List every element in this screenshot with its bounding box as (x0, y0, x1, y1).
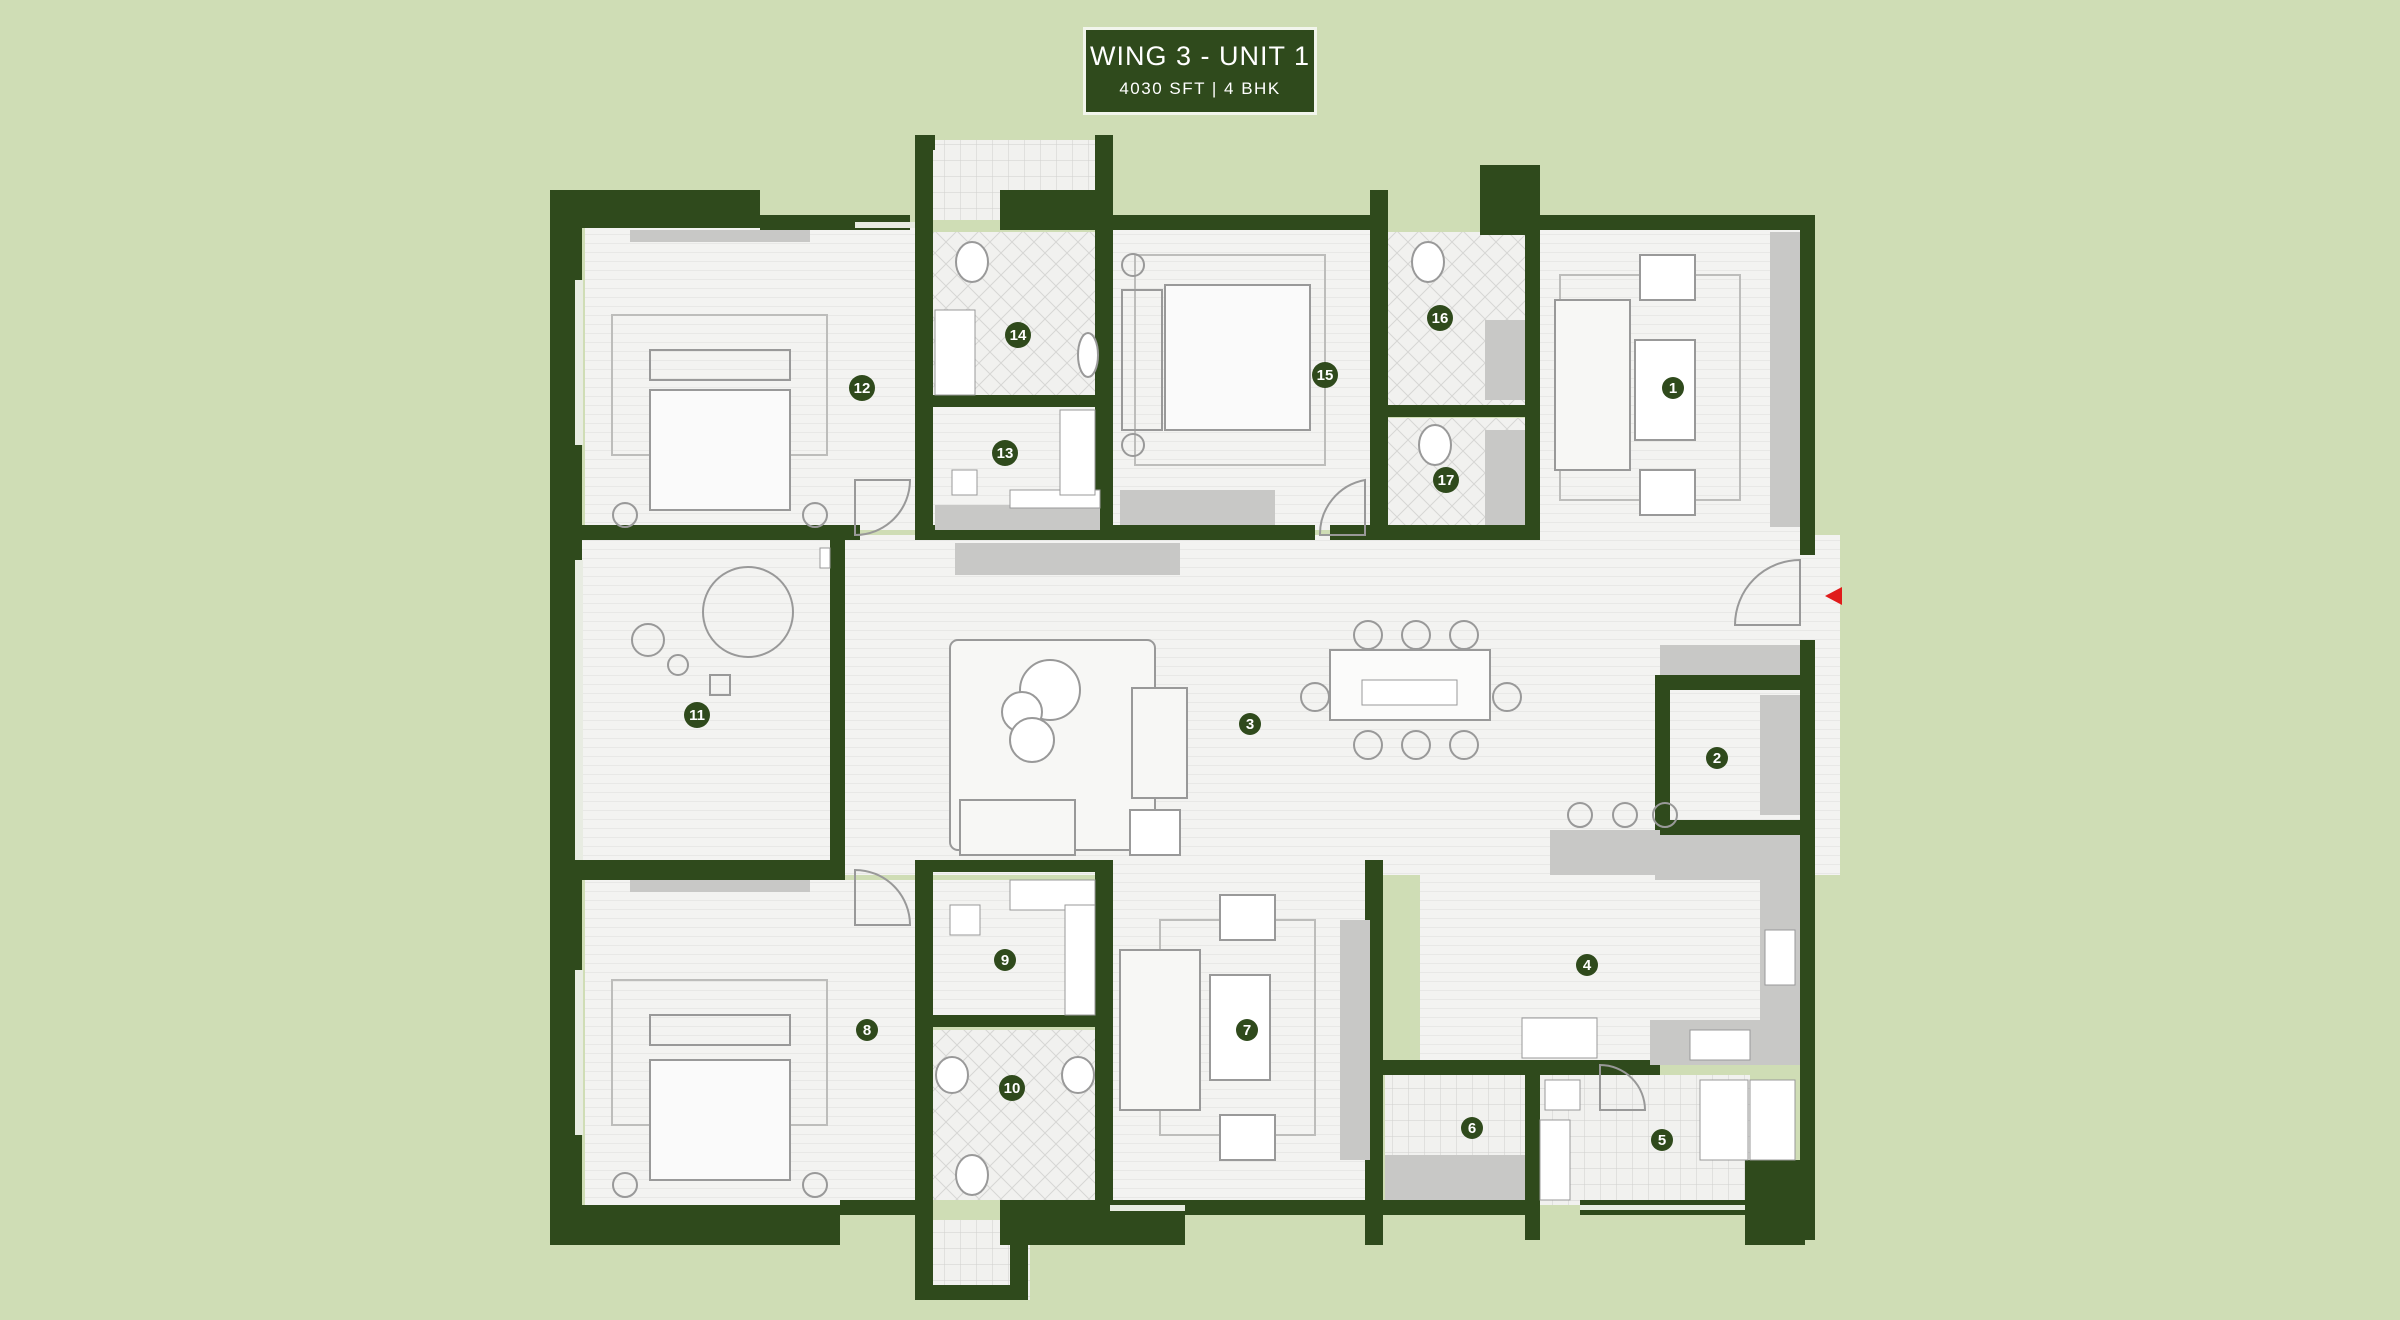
room-marker-17: 17 (1433, 467, 1459, 493)
room-marker-4: 4 (1576, 954, 1598, 976)
room-markers: 1 2 3 4 5 6 7 8 9 10 11 12 13 14 15 16 1… (684, 305, 1728, 1151)
room-marker-13: 13 (992, 440, 1018, 466)
room-label-15: 15 (1317, 367, 1334, 384)
room-label-5: 5 (1658, 1132, 1666, 1149)
room-marker-3: 3 (1239, 713, 1261, 735)
room-label-10: 10 (1004, 1080, 1021, 1097)
room-label-3: 3 (1246, 716, 1254, 733)
unit-subtitle: 4030 SFT | 4 BHK (1119, 79, 1281, 98)
unit-title: WING 3 - UNIT 1 (1089, 41, 1311, 71)
room-label-9: 9 (1001, 952, 1009, 969)
room-marker-8: 8 (856, 1019, 878, 1041)
room-label-2: 2 (1713, 750, 1721, 767)
room-label-11: 11 (689, 707, 705, 724)
room-marker-10: 10 (999, 1075, 1025, 1101)
room-marker-1: 1 (1662, 377, 1684, 399)
room-label-14: 14 (1010, 327, 1027, 344)
furniture (611, 230, 1801, 1201)
room-marker-15: 15 (1312, 362, 1338, 388)
room-marker-7: 7 (1236, 1019, 1258, 1041)
room-label-6: 6 (1468, 1120, 1476, 1137)
room-marker-6: 6 (1461, 1117, 1483, 1139)
room-marker-5: 5 (1651, 1129, 1673, 1151)
room-marker-9: 9 (994, 949, 1016, 971)
room-marker-12: 12 (849, 375, 875, 401)
room-label-4: 4 (1583, 957, 1592, 974)
study-11-floor (580, 540, 840, 870)
entry-arrow-icon (1825, 587, 1842, 605)
room-label-8: 8 (863, 1022, 871, 1039)
room-label-13: 13 (997, 445, 1014, 462)
room-marker-11: 11 (684, 702, 710, 728)
room-label-17: 17 (1438, 472, 1455, 489)
room-marker-2: 2 (1706, 747, 1728, 769)
room-label-12: 12 (854, 380, 871, 397)
room-label-7: 7 (1243, 1022, 1251, 1039)
room-label-16: 16 (1432, 310, 1449, 327)
room-marker-14: 14 (1005, 322, 1031, 348)
windows (575, 222, 1745, 1211)
unit-title-box: WING 3 - UNIT 1 4030 SFT | 4 BHK (1083, 27, 1317, 115)
room-label-1: 1 (1669, 380, 1677, 397)
room-marker-16: 16 (1427, 305, 1453, 331)
